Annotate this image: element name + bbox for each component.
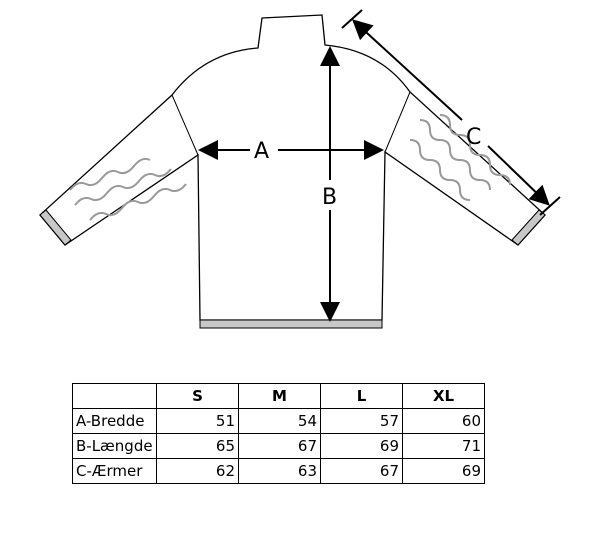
cell: 60 bbox=[402, 408, 485, 434]
row-label: A-Bredde bbox=[72, 408, 157, 434]
right-sleeve-seam bbox=[384, 91, 411, 153]
cell: 62 bbox=[156, 458, 239, 484]
table-row: B-Længde 65 67 69 71 bbox=[72, 433, 485, 459]
hem-band bbox=[199, 319, 383, 329]
table-row: C-Ærmer 62 63 67 69 bbox=[72, 458, 485, 484]
table-row: A-Bredde 51 54 57 60 bbox=[72, 408, 485, 434]
cell: 67 bbox=[320, 458, 403, 484]
cell: 71 bbox=[402, 433, 485, 459]
label-b: B bbox=[322, 185, 337, 210]
cell: 63 bbox=[238, 458, 321, 484]
sweater-diagram: A B C bbox=[39, 9, 561, 329]
cell: 65 bbox=[156, 433, 239, 459]
cell: 69 bbox=[402, 458, 485, 484]
label-c: C bbox=[466, 125, 481, 150]
header-blank bbox=[72, 383, 157, 409]
left-sleeve-seam bbox=[171, 94, 199, 156]
right-cuff bbox=[511, 209, 546, 246]
cable-pattern-right bbox=[409, 114, 511, 201]
header-s: S bbox=[156, 383, 239, 409]
row-label: C-Ærmer bbox=[72, 458, 157, 484]
measure-c bbox=[341, 9, 561, 216]
row-label: B-Længde bbox=[72, 433, 157, 459]
cell: 51 bbox=[156, 408, 239, 434]
cell: 54 bbox=[238, 408, 321, 434]
size-table: S M L XL A-Bredde 51 54 57 60 B-Længde 6… bbox=[72, 383, 485, 484]
table-header-row: S M L XL bbox=[72, 383, 485, 409]
cell: 69 bbox=[320, 433, 403, 459]
left-cuff bbox=[39, 209, 72, 246]
cell: 67 bbox=[238, 433, 321, 459]
header-xl: XL bbox=[402, 383, 485, 409]
header-m: M bbox=[238, 383, 321, 409]
cable-pattern-left bbox=[69, 157, 187, 221]
label-a: A bbox=[254, 139, 269, 164]
cell: 57 bbox=[320, 408, 403, 434]
header-l: L bbox=[320, 383, 403, 409]
